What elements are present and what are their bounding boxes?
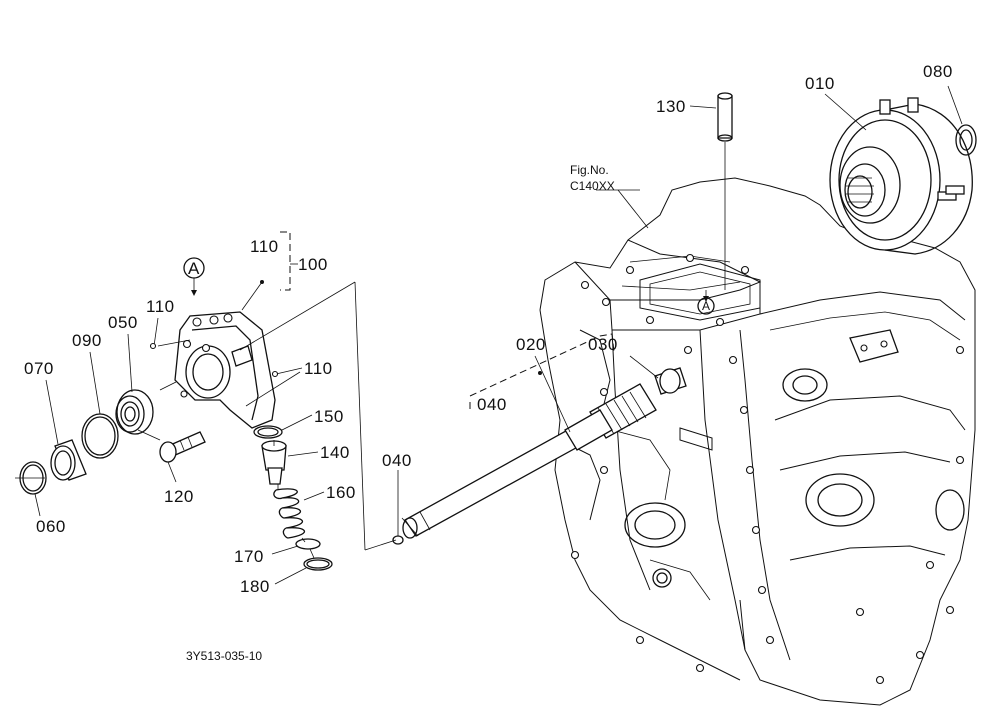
part-060-snap-ring: [15, 461, 47, 495]
part-040-plug: [392, 480, 404, 545]
callout-110-left: 110: [146, 297, 175, 316]
callout-090: 090: [72, 331, 102, 350]
callout-labels: 010 080 130 Fig.No. C140XX A 020 030 040…: [24, 62, 953, 663]
part-010-housing: [829, 97, 973, 255]
callout-040-assembly: 040: [477, 395, 507, 414]
callout-100: 100: [298, 255, 328, 274]
callout-110-group: 110: [250, 237, 279, 256]
part-090-ring: [81, 413, 119, 459]
callout-060: 060: [36, 517, 66, 536]
figure-ref-line1: Fig.No.: [570, 163, 609, 177]
callout-040-plug: 040: [382, 451, 412, 470]
part-120-bolt: [159, 431, 206, 463]
figure-ref-line2: C140XX: [570, 179, 615, 193]
callout-120: 120: [164, 487, 194, 506]
part-170-washer: [295, 538, 321, 550]
part-030-bushing: [654, 367, 687, 395]
leader-lines: [34, 85, 963, 585]
callout-080: 080: [923, 62, 953, 81]
part-020-shaft: [401, 383, 657, 539]
part-080-snap-ring: [955, 124, 977, 156]
callout-180: 180: [240, 577, 270, 596]
callout-150: 150: [314, 407, 344, 426]
part-130-pin: [717, 92, 733, 290]
part-150-o-ring: [253, 425, 283, 439]
callout-030: 030: [588, 335, 618, 354]
diagram-code: 3Y513-035-10: [186, 649, 262, 663]
part-140-plunger: [261, 440, 287, 485]
transmission-case: [539, 177, 976, 706]
callout-010: 010: [805, 74, 835, 93]
part-050-bearing: [115, 389, 154, 435]
view-marker-a-case: A: [702, 299, 710, 313]
callout-140: 140: [320, 443, 350, 462]
callout-160: 160: [326, 483, 356, 502]
callout-110-right: 110: [304, 359, 333, 378]
callout-070: 070: [24, 359, 54, 378]
callout-170: 170: [234, 547, 264, 566]
callout-130: 130: [656, 97, 686, 116]
callout-050: 050: [108, 313, 138, 332]
part-070-collar: [50, 439, 87, 481]
part-180-circlip: [303, 557, 333, 571]
part-160-spring: [273, 488, 305, 539]
callout-020: 020: [516, 335, 546, 354]
part-100-housing: [174, 311, 276, 429]
view-marker-a-housing: A: [188, 259, 200, 278]
